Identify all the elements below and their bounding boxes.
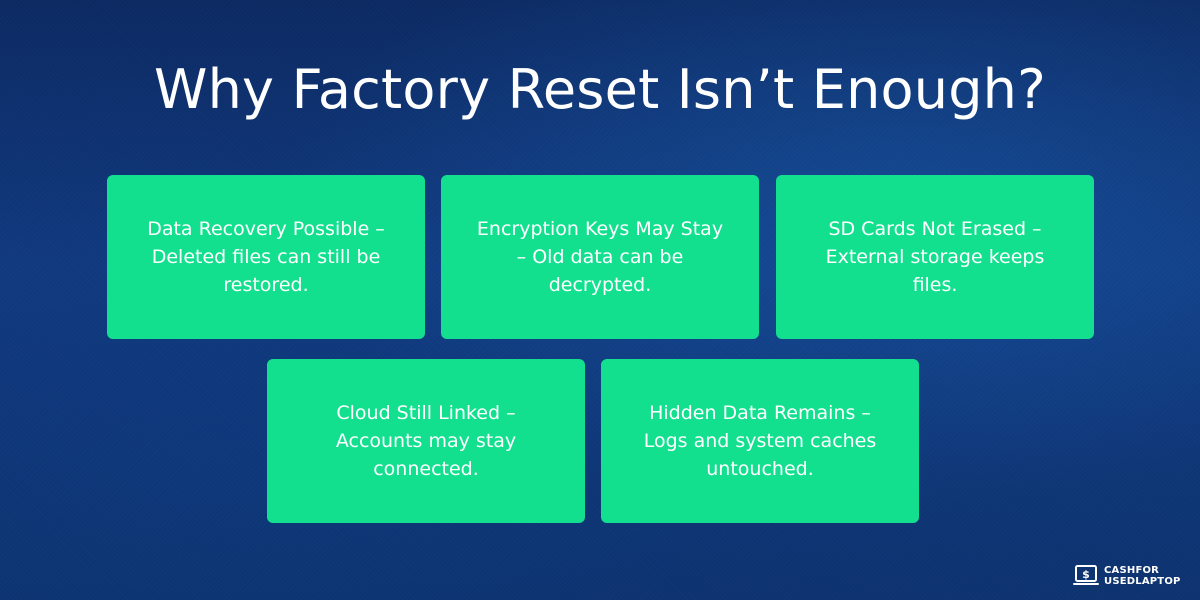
reason-card-text: Hidden Data Remains – Logs and system ca… <box>643 402 877 480</box>
laptop-dollar-icon: $ <box>1073 565 1099 585</box>
reason-card-text: Cloud Still Linked – Accounts may stay c… <box>335 402 517 480</box>
reason-card-hidden-data: Hidden Data Remains – Logs and system ca… <box>601 359 919 523</box>
page-title: Why Factory Reset Isn’t Enough? <box>154 58 1046 121</box>
brand-line-2: USEDLAPTOP <box>1104 576 1181 587</box>
brand-logo: $ CASHFOR USEDLAPTOP <box>1073 563 1181 589</box>
reason-card-text: Data Recovery Possible – Deleted files c… <box>147 218 385 296</box>
reason-card-data-recovery: Data Recovery Possible – Deleted files c… <box>107 175 425 339</box>
brand-line-1: CASHFOR <box>1104 565 1160 576</box>
reason-card-sd-cards: SD Cards Not Erased – External storage k… <box>776 175 1094 339</box>
reason-card-encryption-keys: Encryption Keys May Stay – Old data can … <box>441 175 759 339</box>
reason-card-cloud-linked: Cloud Still Linked – Accounts may stay c… <box>267 359 585 523</box>
reason-card-text: Encryption Keys May Stay – Old data can … <box>476 218 724 296</box>
brand-logo-text: CASHFOR USEDLAPTOP <box>1104 565 1181 587</box>
svg-text:$: $ <box>1082 568 1090 581</box>
reason-card-text: SD Cards Not Erased – External storage k… <box>825 218 1045 296</box>
